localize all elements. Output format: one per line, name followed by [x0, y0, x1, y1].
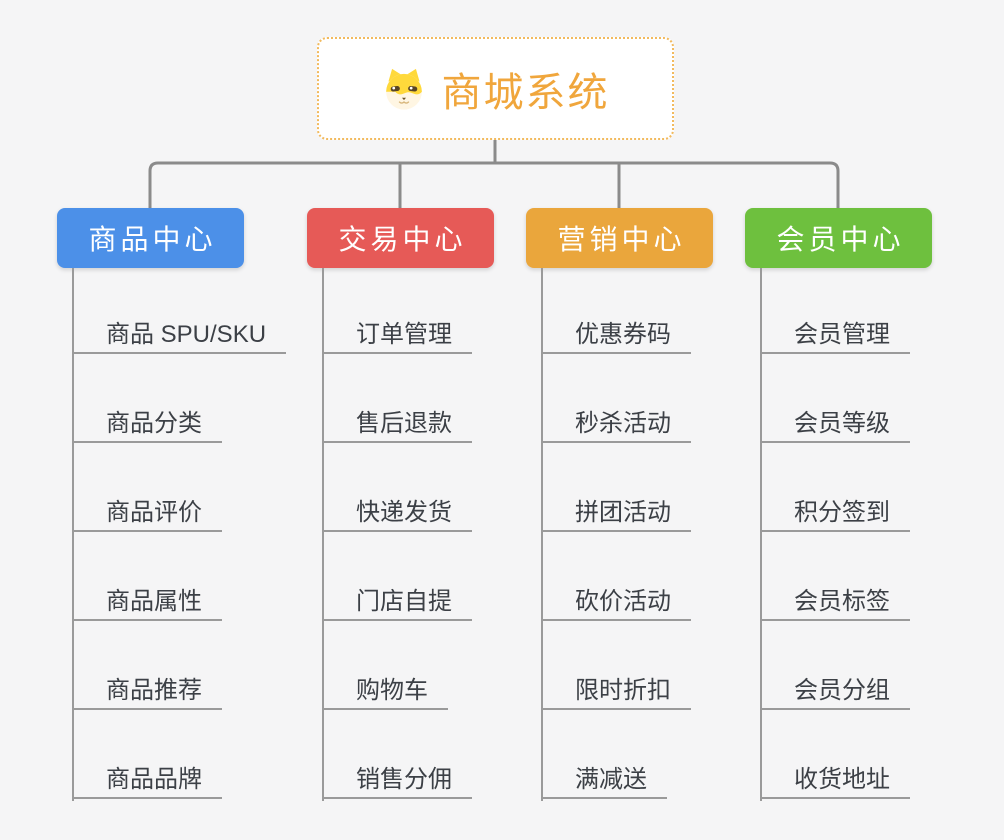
- child-topic-label: 积分签到: [794, 499, 890, 526]
- child-topic-label: 商品推荐: [106, 677, 202, 704]
- branch-trunk-line: [72, 268, 74, 801]
- child-topic[interactable]: 快递发货: [322, 497, 472, 532]
- child-topic[interactable]: 商品品牌: [72, 764, 222, 799]
- child-topic[interactable]: 会员管理: [760, 319, 910, 354]
- root-node[interactable]: 商城系统: [317, 37, 674, 140]
- child-topic[interactable]: 会员等级: [760, 408, 910, 443]
- child-topic[interactable]: 商品推荐: [72, 675, 222, 710]
- child-topic[interactable]: 商品属性: [72, 586, 222, 621]
- child-topic-label: 订单管理: [356, 321, 452, 348]
- child-topic[interactable]: 收货地址: [760, 764, 910, 799]
- branch-node-4[interactable]: 会员中心: [745, 208, 932, 268]
- branch-trunk-line: [541, 268, 543, 801]
- child-topic-label: 售后退款: [356, 410, 452, 437]
- branch-label: 会员中心: [776, 224, 905, 255]
- root-title: 商城系统: [441, 70, 610, 115]
- connector-line: [148, 161, 840, 208]
- child-topic-label: 砍价活动: [575, 588, 671, 615]
- child-topic-label: 会员管理: [794, 321, 890, 348]
- child-topic-label: 秒杀活动: [575, 410, 671, 437]
- branch-trunk-line: [760, 268, 762, 801]
- child-topic-label: 会员标签: [794, 588, 890, 615]
- child-topic[interactable]: 优惠券码: [541, 319, 691, 354]
- branch-trunk-line: [322, 268, 324, 801]
- child-topic[interactable]: 限时折扣: [541, 675, 691, 710]
- child-topic[interactable]: 积分签到: [760, 497, 910, 532]
- child-topic-label: 快递发货: [356, 499, 452, 526]
- child-topic-label: 会员等级: [794, 410, 890, 437]
- child-topic[interactable]: 订单管理: [322, 319, 472, 354]
- child-topic-label: 商品分类: [106, 410, 202, 437]
- child-topic-label: 商品品牌: [106, 766, 202, 793]
- child-topic-label: 会员分组: [794, 677, 890, 704]
- child-topic[interactable]: 商品分类: [72, 408, 222, 443]
- child-topic[interactable]: 会员标签: [760, 586, 910, 621]
- dog-face-icon: [382, 67, 426, 111]
- child-topic[interactable]: 售后退款: [322, 408, 472, 443]
- child-topic-label: 收货地址: [794, 766, 890, 793]
- child-topic[interactable]: 砍价活动: [541, 586, 691, 621]
- child-topic[interactable]: 拼团活动: [541, 497, 691, 532]
- branch-label: 营销中心: [557, 224, 686, 255]
- branch-label: 商品中心: [88, 224, 217, 255]
- child-topic[interactable]: 会员分组: [760, 675, 910, 710]
- child-topic[interactable]: 满减送: [541, 764, 667, 799]
- child-topic-label: 限时折扣: [575, 677, 671, 704]
- child-topic-label: 销售分佣: [356, 766, 452, 793]
- child-topic[interactable]: 门店自提: [322, 586, 472, 621]
- child-topic[interactable]: 购物车: [322, 675, 448, 710]
- child-topic-label: 满减送: [575, 766, 647, 793]
- branch-node-2[interactable]: 交易中心: [307, 208, 494, 268]
- child-topic-label: 门店自提: [356, 588, 452, 615]
- child-topic[interactable]: 商品 SPU/SKU: [72, 319, 287, 354]
- branch-node-3[interactable]: 营销中心: [526, 208, 713, 268]
- child-topic[interactable]: 秒杀活动: [541, 408, 691, 443]
- child-topic-label: 购物车: [356, 677, 428, 704]
- branch-label: 交易中心: [338, 224, 467, 255]
- child-topic-label: 拼团活动: [575, 499, 671, 526]
- child-topic[interactable]: 销售分佣: [322, 764, 472, 799]
- child-topic-label: 商品属性: [106, 588, 202, 615]
- child-topic[interactable]: 商品评价: [72, 497, 222, 532]
- child-topic-label: 优惠券码: [575, 321, 671, 348]
- child-topic-label: 商品 SPU/SKU: [106, 321, 267, 348]
- branch-node-1[interactable]: 商品中心: [57, 208, 244, 268]
- child-topic-label: 商品评价: [106, 499, 202, 526]
